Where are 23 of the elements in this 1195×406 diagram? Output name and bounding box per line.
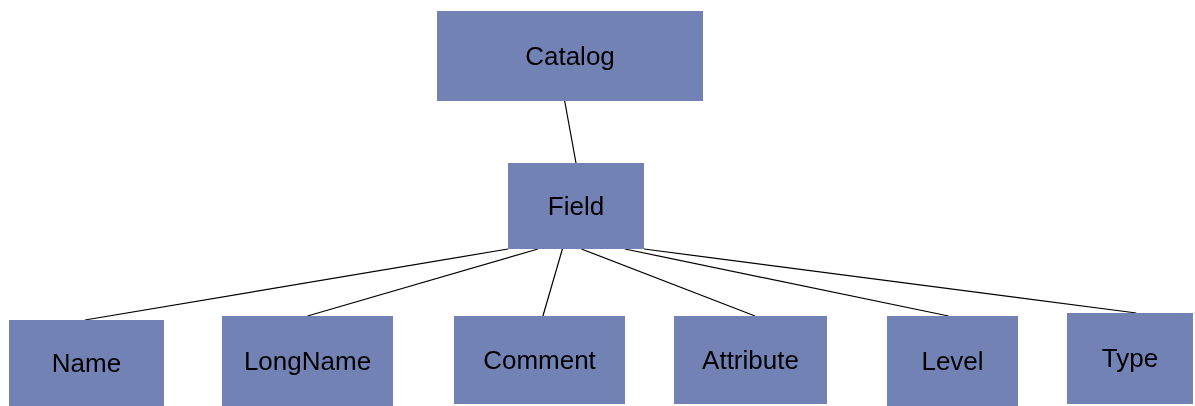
connector-line <box>564 100 577 164</box>
connector-line <box>306 248 539 317</box>
entity-box <box>437 11 703 101</box>
connector-line <box>643 248 1137 314</box>
entity-box <box>9 320 164 406</box>
entity-label: Name <box>51 346 122 380</box>
entity-box <box>222 316 393 406</box>
entity-label: Type <box>1101 342 1159 375</box>
entity-box <box>1067 313 1193 404</box>
entity-label: Comment <box>483 343 596 377</box>
entity-label: Field <box>547 189 605 223</box>
entity-label: Catalog <box>525 39 615 73</box>
entity-box <box>454 316 625 404</box>
entity-box <box>508 163 644 249</box>
connector-line <box>580 248 756 317</box>
entity-label: Attribute <box>702 343 799 377</box>
connector-line <box>624 248 950 317</box>
connector-line <box>84 248 509 321</box>
connector-line <box>542 248 563 317</box>
entity-box <box>887 316 1018 406</box>
entity-label: LongName <box>243 344 372 378</box>
entity-box <box>674 316 827 404</box>
entity-label: Level <box>921 344 984 378</box>
